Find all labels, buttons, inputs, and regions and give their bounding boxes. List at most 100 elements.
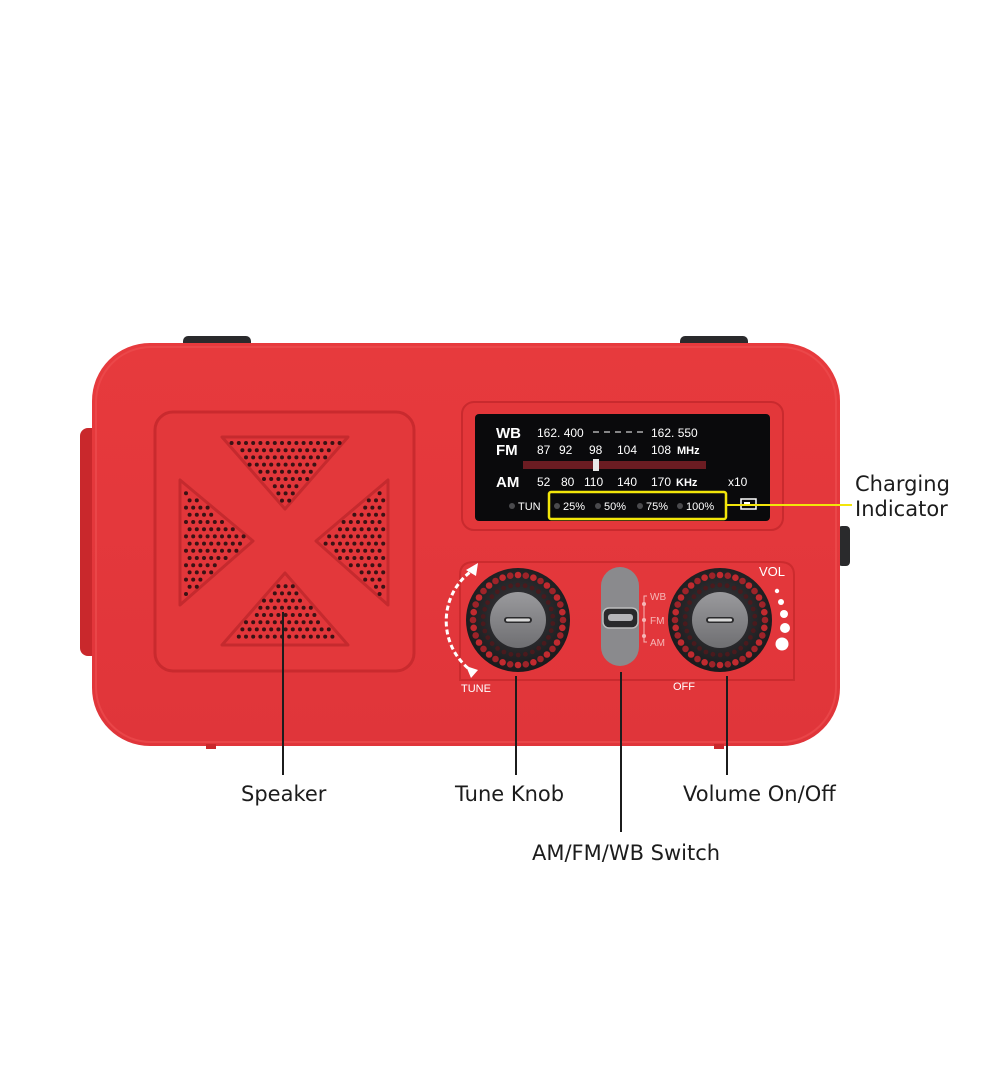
- grille-hole: [334, 548, 339, 553]
- grille-hole: [202, 527, 206, 532]
- knob-ridge-inner: [710, 583, 715, 589]
- knob-ridge-inner: [732, 649, 737, 655]
- band-dot: [642, 634, 646, 638]
- grille-hole: [305, 627, 310, 632]
- grille-hole: [280, 469, 284, 474]
- grille-hole: [374, 556, 378, 560]
- grille-hole: [272, 455, 277, 460]
- knob-ridge-inner: [536, 589, 541, 594]
- volume-knob[interactable]: [668, 568, 772, 672]
- grille-hole: [238, 541, 242, 546]
- grille-hole: [220, 548, 224, 553]
- knob-ridge: [549, 645, 556, 653]
- knob-ridge-inner: [697, 646, 702, 651]
- grille-hole: [234, 534, 239, 539]
- grille-hole: [348, 534, 353, 539]
- knob-ridge: [492, 655, 499, 663]
- grille-hole: [381, 541, 386, 546]
- grille-hole: [345, 541, 350, 546]
- knob-ridge-inner: [489, 594, 495, 600]
- grille-hole: [341, 520, 346, 524]
- grille-hole: [287, 441, 292, 445]
- knob-ridge: [472, 632, 480, 639]
- grille-hole: [345, 556, 350, 560]
- grille-hole: [381, 570, 386, 575]
- grille-hole: [194, 541, 199, 546]
- grille-hole: [269, 627, 274, 632]
- knob-ridge-inner: [480, 621, 486, 627]
- knob-ridge-inner: [522, 583, 528, 589]
- grille-hole: [323, 455, 328, 460]
- grille-hole: [276, 477, 281, 481]
- grille-hole: [269, 448, 274, 453]
- grille-hole: [330, 634, 335, 639]
- indicator-led: [554, 503, 560, 509]
- knob-ridge: [553, 639, 561, 646]
- grille-hole: [287, 634, 292, 639]
- grille-hole: [254, 613, 259, 617]
- grille-hole: [283, 627, 288, 632]
- grille-hole: [312, 613, 317, 617]
- volume-dot: [778, 599, 784, 605]
- grille-hole: [338, 541, 342, 546]
- tune-knob[interactable]: [466, 568, 570, 672]
- grille-hole: [283, 613, 288, 617]
- grille-hole: [374, 584, 378, 589]
- grille-hole: [254, 462, 259, 467]
- knob-ridge-inner: [550, 621, 556, 626]
- grille-hole: [287, 455, 292, 460]
- grille-hole: [356, 563, 360, 568]
- grille-bottom: [220, 571, 350, 647]
- grille-hole: [269, 598, 274, 603]
- knob-ridge: [677, 594, 685, 601]
- grille-hole: [265, 605, 270, 610]
- display-wb-label: WB: [496, 425, 521, 442]
- grille-hole: [298, 613, 302, 617]
- grille-hole: [294, 469, 299, 474]
- grille-hole: [323, 634, 328, 639]
- grille-hole: [247, 462, 252, 467]
- grille-hole: [341, 548, 346, 553]
- knob-ridge: [485, 651, 493, 658]
- grille-hole: [366, 527, 371, 532]
- knob-ridge: [759, 601, 766, 608]
- knob-ridge-inner: [750, 628, 756, 634]
- knob-ridge-inner: [494, 589, 500, 595]
- foot-right: [714, 744, 724, 749]
- grille-hole: [359, 541, 364, 546]
- grille-hole: [272, 634, 277, 639]
- grille-hole: [377, 505, 382, 510]
- knob-ridge-inner: [743, 594, 749, 599]
- knob-ridge: [687, 651, 695, 658]
- grille-hole: [272, 605, 277, 610]
- knob-ridge-inner: [750, 606, 756, 612]
- grille-hole: [258, 455, 263, 460]
- knob-ridge: [677, 639, 685, 646]
- grille-hole: [187, 512, 192, 517]
- knob-ridge-inner: [545, 600, 551, 605]
- grille-hole: [247, 627, 252, 632]
- knob-ridge: [761, 616, 769, 624]
- knob-ridge-inner: [546, 635, 551, 640]
- side-button[interactable]: [838, 526, 850, 566]
- knob-ridge-inner: [682, 621, 688, 627]
- speaker-callout: Speaker: [241, 782, 327, 806]
- grille-hole: [251, 455, 256, 460]
- grille-hole: [187, 584, 192, 589]
- grille-hole: [323, 541, 328, 546]
- knob-ridge: [701, 659, 708, 666]
- tune-label: TUNE: [461, 683, 491, 695]
- knob-ridge-inner: [747, 600, 753, 605]
- grille-hole: [223, 527, 228, 532]
- grille-hole: [251, 620, 256, 625]
- grille-hole: [230, 527, 235, 532]
- grille-hole: [262, 627, 266, 632]
- grille-hole: [377, 520, 382, 524]
- grille-hole: [308, 469, 313, 474]
- grille-hole: [220, 520, 224, 524]
- grille-hole: [294, 484, 299, 489]
- band-label-fm: FM: [650, 616, 664, 627]
